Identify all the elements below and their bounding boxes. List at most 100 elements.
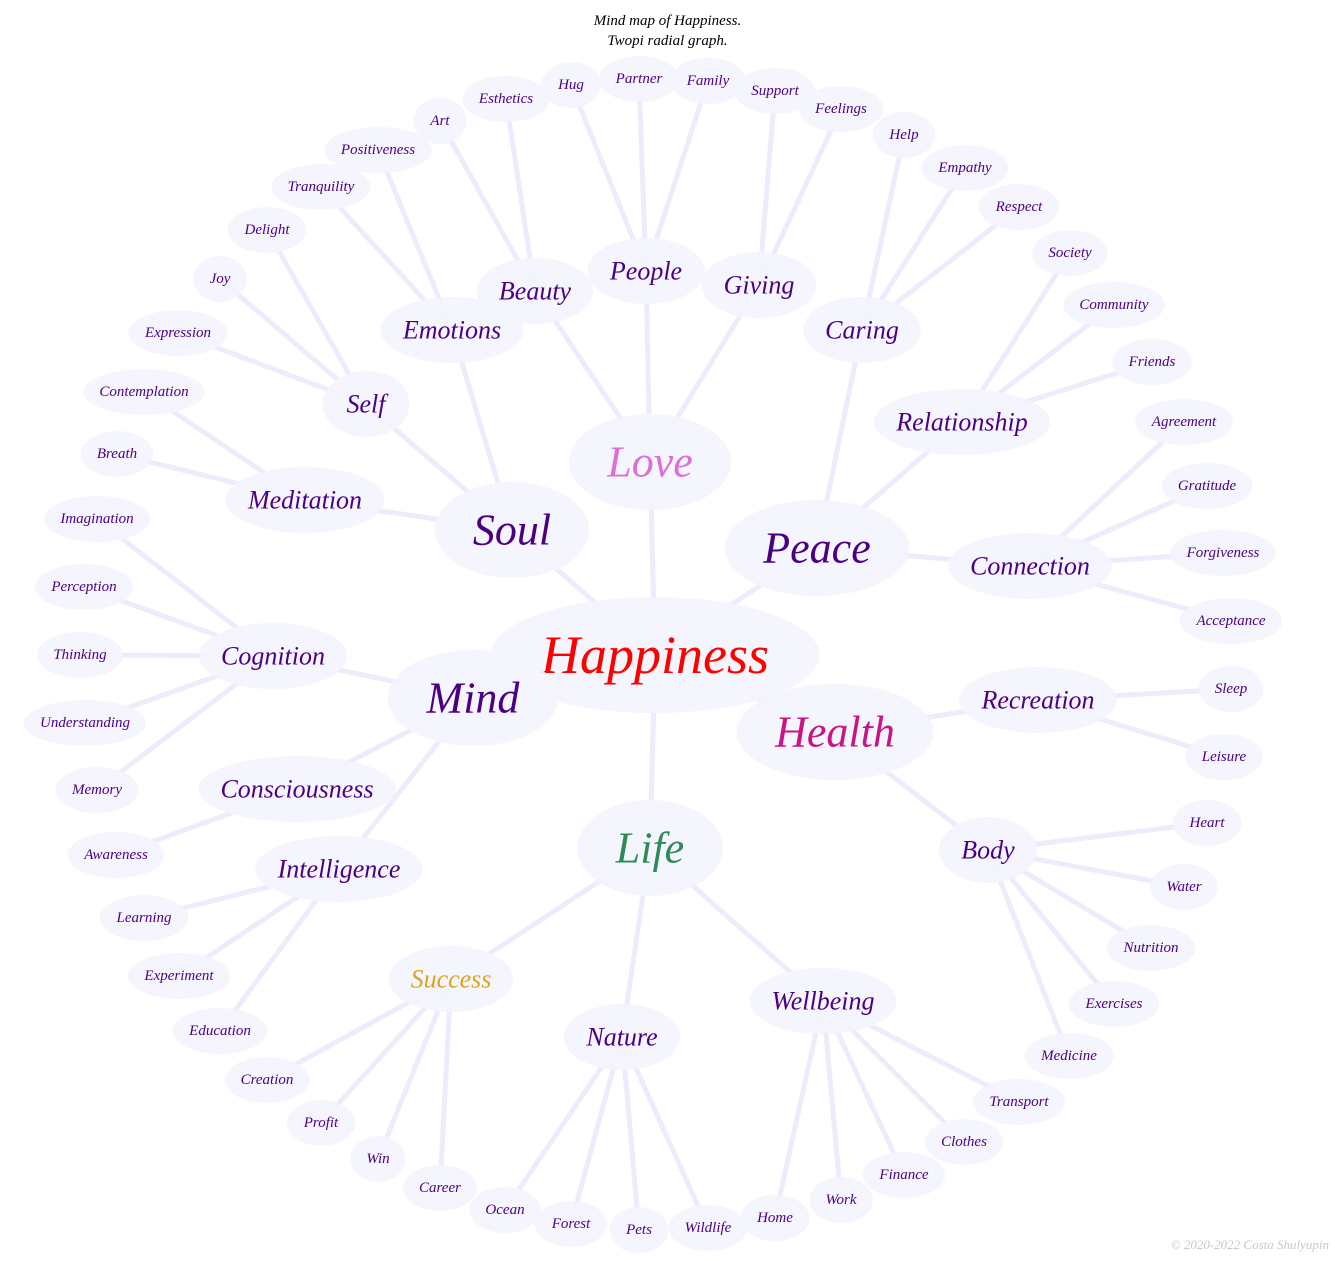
node-positiveness[interactable]: Positiveness bbox=[324, 127, 432, 173]
node-life[interactable]: Life bbox=[577, 800, 723, 896]
node-nature[interactable]: Nature bbox=[563, 1004, 681, 1070]
node-finance[interactable]: Finance bbox=[862, 1152, 946, 1198]
node-recreation[interactable]: Recreation bbox=[958, 667, 1118, 733]
node-ellipse bbox=[128, 310, 228, 356]
node-happiness[interactable]: Happiness bbox=[490, 597, 820, 713]
node-wildlife[interactable]: Wildlife bbox=[668, 1205, 748, 1251]
node-transport[interactable]: Transport bbox=[972, 1079, 1066, 1125]
node-ellipse bbox=[255, 836, 423, 902]
node-learning[interactable]: Learning bbox=[99, 895, 189, 941]
node-mind[interactable]: Mind bbox=[387, 650, 559, 746]
node-ellipse bbox=[740, 1195, 810, 1241]
node-love[interactable]: Love bbox=[568, 414, 732, 510]
node-connection[interactable]: Connection bbox=[948, 533, 1112, 599]
node-ellipse bbox=[541, 62, 601, 108]
node-label: Art bbox=[429, 113, 450, 129]
node-intelligence[interactable]: Intelligence bbox=[255, 836, 423, 902]
node-education[interactable]: Education bbox=[172, 1008, 268, 1054]
node-clothes[interactable]: Clothes bbox=[925, 1119, 1003, 1165]
node-community[interactable]: Community bbox=[1063, 282, 1165, 328]
node-profit[interactable]: Profit bbox=[286, 1100, 356, 1146]
node-emotions[interactable]: Emotions bbox=[380, 297, 524, 363]
node-people[interactable]: People bbox=[587, 238, 705, 304]
node-tranquility[interactable]: Tranquility bbox=[271, 164, 371, 210]
node-joy[interactable]: Joy bbox=[193, 256, 247, 302]
node-forest[interactable]: Forest bbox=[534, 1201, 608, 1247]
node-label: Relationship bbox=[895, 408, 1027, 437]
node-label: Agreement bbox=[1151, 414, 1217, 430]
node-partner[interactable]: Partner bbox=[599, 56, 679, 102]
node-win[interactable]: Win bbox=[350, 1136, 406, 1182]
node-label: Pets bbox=[625, 1222, 652, 1238]
node-cognition[interactable]: Cognition bbox=[198, 623, 348, 689]
node-art[interactable]: Art bbox=[413, 98, 467, 144]
node-breath[interactable]: Breath bbox=[80, 431, 154, 477]
node-career[interactable]: Career bbox=[402, 1165, 478, 1211]
node-ellipse bbox=[198, 756, 396, 822]
node-heart[interactable]: Heart bbox=[1172, 800, 1242, 846]
node-memory[interactable]: Memory bbox=[55, 767, 139, 813]
node-perception[interactable]: Perception bbox=[34, 564, 134, 610]
node-ocean[interactable]: Ocean bbox=[469, 1187, 541, 1233]
node-friends[interactable]: Friends bbox=[1112, 339, 1192, 385]
node-acceptance[interactable]: Acceptance bbox=[1179, 598, 1283, 644]
node-creation[interactable]: Creation bbox=[224, 1057, 310, 1103]
node-label: Caring bbox=[825, 316, 899, 345]
node-society[interactable]: Society bbox=[1032, 230, 1108, 276]
node-delight[interactable]: Delight bbox=[227, 207, 307, 253]
node-label: Support bbox=[751, 83, 799, 99]
node-wellbeing[interactable]: Wellbeing bbox=[749, 968, 897, 1034]
node-imagination[interactable]: Imagination bbox=[43, 496, 151, 542]
node-ellipse bbox=[23, 700, 147, 746]
node-self[interactable]: Self bbox=[322, 371, 410, 437]
node-ellipse bbox=[563, 1004, 681, 1070]
node-giving[interactable]: Giving bbox=[701, 252, 817, 318]
node-experiment[interactable]: Experiment bbox=[127, 953, 231, 999]
node-leisure[interactable]: Leisure bbox=[1185, 734, 1263, 780]
node-ellipse bbox=[568, 414, 732, 510]
node-exercises[interactable]: Exercises bbox=[1068, 981, 1160, 1027]
node-ellipse bbox=[1063, 282, 1165, 328]
node-hug[interactable]: Hug bbox=[541, 62, 601, 108]
node-ellipse bbox=[978, 184, 1060, 230]
node-relationship[interactable]: Relationship bbox=[873, 389, 1051, 455]
node-success[interactable]: Success bbox=[388, 946, 514, 1012]
node-agreement[interactable]: Agreement bbox=[1134, 399, 1234, 445]
node-label: Nature bbox=[585, 1023, 657, 1052]
node-esthetics[interactable]: Esthetics bbox=[462, 76, 550, 122]
node-consciousness[interactable]: Consciousness bbox=[198, 756, 396, 822]
node-label: Wildlife bbox=[685, 1220, 732, 1236]
node-expression[interactable]: Expression bbox=[128, 310, 228, 356]
node-ellipse bbox=[670, 58, 746, 104]
node-ellipse bbox=[1024, 1033, 1114, 1079]
node-family[interactable]: Family bbox=[670, 58, 746, 104]
node-empathy[interactable]: Empathy bbox=[921, 145, 1009, 191]
node-soul[interactable]: Soul bbox=[434, 482, 590, 578]
node-home[interactable]: Home bbox=[740, 1195, 810, 1241]
node-feelings[interactable]: Feelings bbox=[798, 86, 884, 132]
node-medicine[interactable]: Medicine bbox=[1024, 1033, 1114, 1079]
node-support[interactable]: Support bbox=[734, 68, 816, 114]
node-help[interactable]: Help bbox=[872, 112, 936, 158]
node-gratitude[interactable]: Gratitude bbox=[1161, 463, 1253, 509]
node-work[interactable]: Work bbox=[809, 1177, 873, 1223]
node-understanding[interactable]: Understanding bbox=[23, 700, 147, 746]
node-nutrition[interactable]: Nutrition bbox=[1106, 925, 1196, 971]
node-meditation[interactable]: Meditation bbox=[225, 467, 385, 533]
node-body[interactable]: Body bbox=[939, 817, 1037, 883]
node-beauty[interactable]: Beauty bbox=[476, 258, 594, 324]
node-health[interactable]: Health bbox=[736, 684, 934, 780]
node-forgiveness[interactable]: Forgiveness bbox=[1170, 530, 1276, 576]
node-water[interactable]: Water bbox=[1150, 864, 1218, 910]
node-respect[interactable]: Respect bbox=[978, 184, 1060, 230]
node-caring[interactable]: Caring bbox=[803, 297, 921, 363]
node-ellipse bbox=[476, 258, 594, 324]
node-thinking[interactable]: Thinking bbox=[37, 632, 123, 678]
node-pets[interactable]: Pets bbox=[609, 1207, 669, 1253]
node-sleep[interactable]: Sleep bbox=[1198, 666, 1264, 712]
node-contemplation[interactable]: Contemplation bbox=[83, 369, 205, 415]
node-awareness[interactable]: Awareness bbox=[67, 832, 165, 878]
node-peace[interactable]: Peace bbox=[724, 500, 910, 596]
node-ellipse bbox=[1198, 666, 1264, 712]
